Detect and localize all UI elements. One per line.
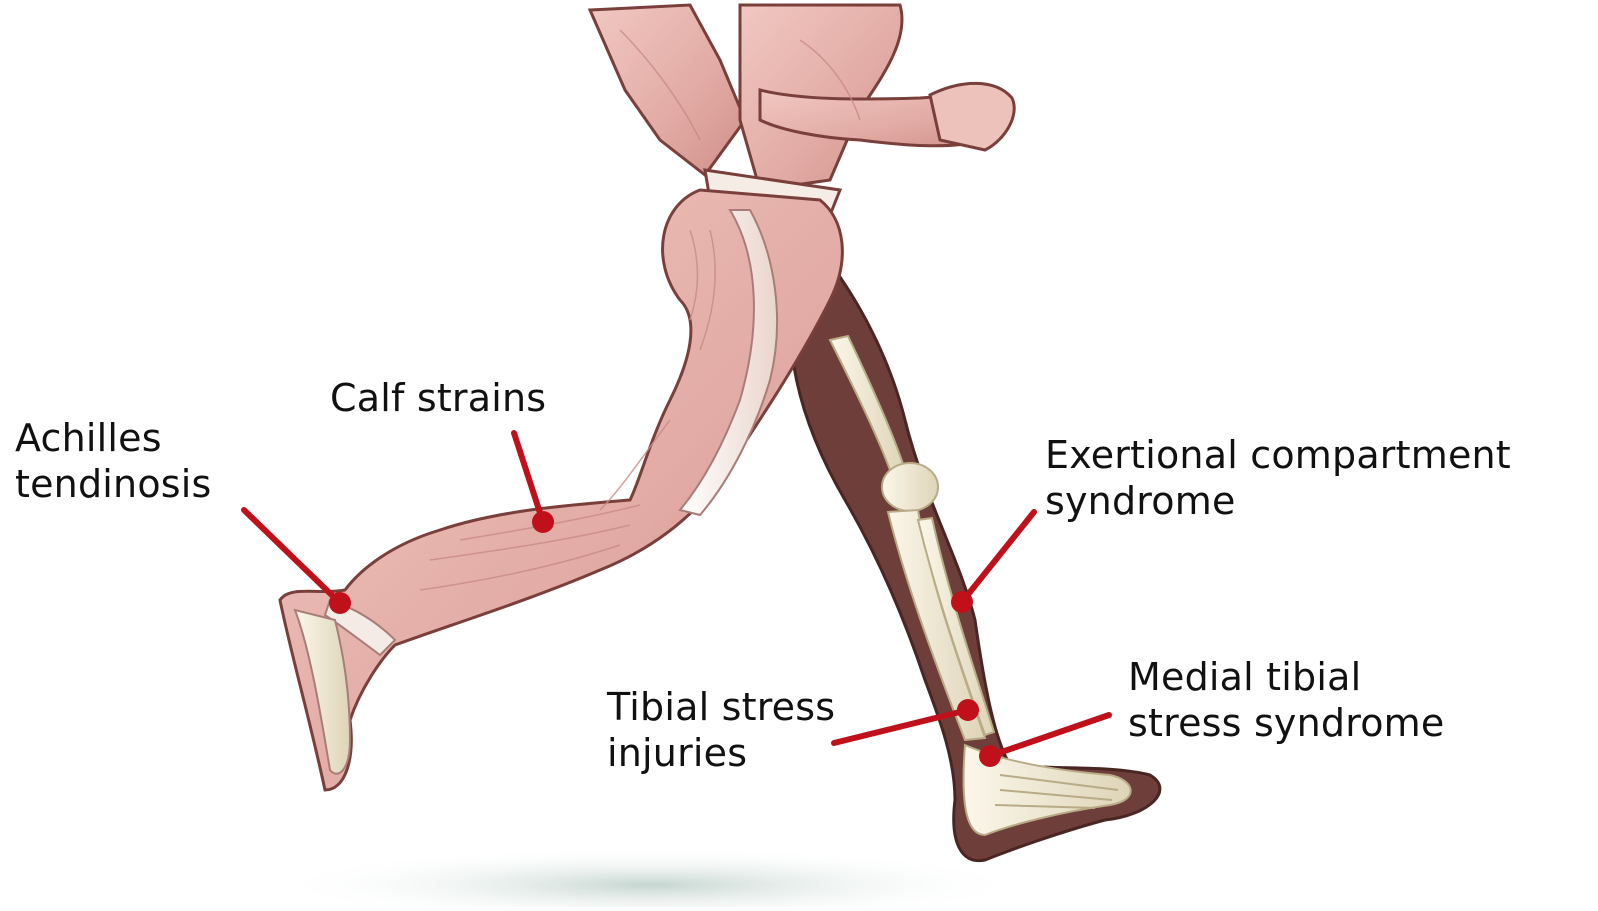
pointer-dot-exertional-compartment-syndrome [951,591,973,613]
label-tibial-stress-injuries: Tibial stress injuries [607,684,835,776]
pointer-dot-medial-tibial-stress-syndrome [979,745,1001,767]
label-calf-strains: Calf strains [330,375,546,421]
pointer-dot-achilles-tendinosis [329,592,351,614]
pointer-line-achilles-tendinosis [244,510,340,603]
label-medial-tibial-stress-syndrome: Medial tibial stress syndrome [1128,654,1444,746]
label-achilles-tendinosis: Achilles tendinosis [15,415,212,507]
torso-and-arms [590,5,1014,215]
pointer-dot-calf-strains [532,511,554,533]
pointer-line-medial-tibial-stress-syndrome [990,715,1109,756]
pointer-dot-tibial-stress-injuries [957,699,979,721]
pointer-line-calf-strains [514,433,543,522]
ground-shadow [270,847,1030,907]
pointer-line-exertional-compartment-syndrome [962,512,1034,602]
label-exertional-compartment-syndrome: Exertional compartment syndrome [1045,432,1511,524]
